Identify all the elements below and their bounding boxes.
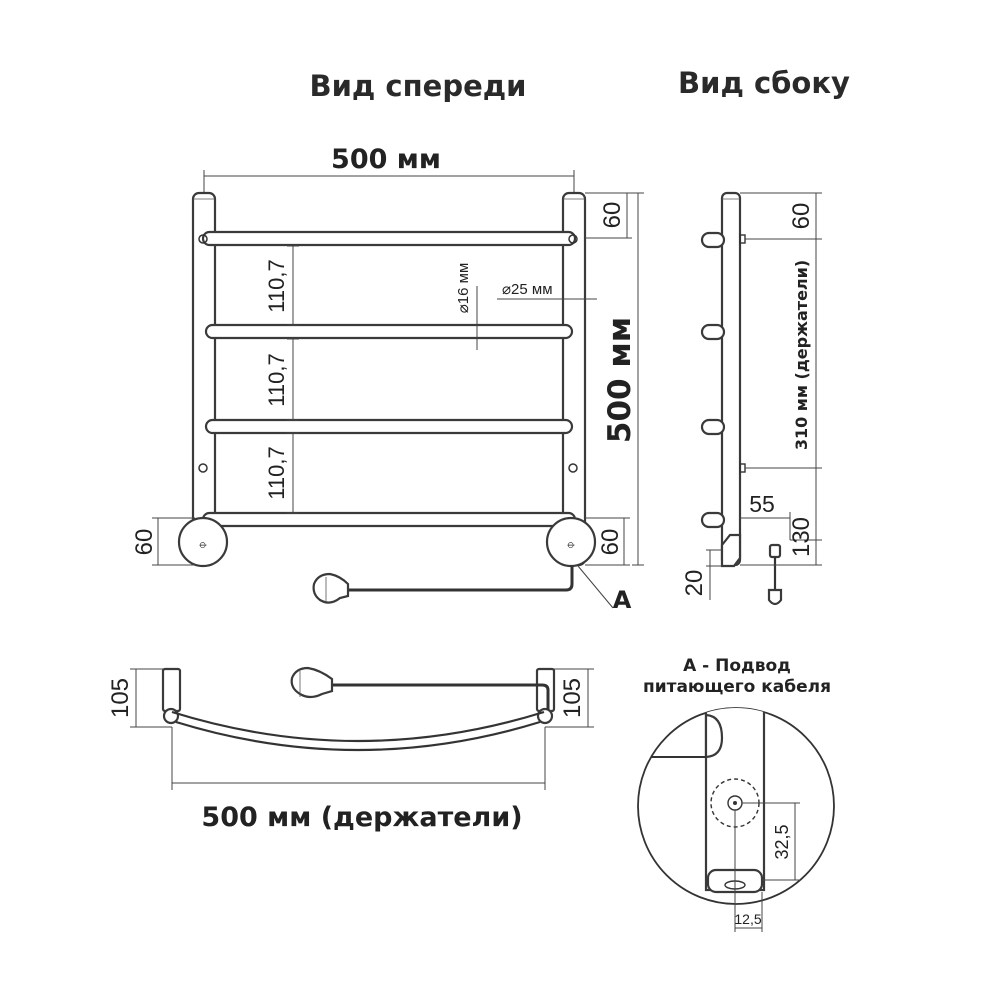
side-view-heading: Вид сбоку — [678, 66, 850, 100]
side-peg-1 — [700, 231, 726, 249]
detail-marker-a: А — [613, 586, 632, 614]
left-flange — [177, 516, 229, 568]
screw-bottom-right — [568, 463, 578, 473]
rung-2 — [204, 323, 574, 340]
left-post — [191, 191, 217, 567]
detail-vertical-offset-label: 32,5 — [772, 824, 792, 859]
side-post — [720, 191, 742, 567]
gap-1-label: 110,7 — [264, 259, 289, 312]
top-right-depth-label: 105 — [559, 678, 586, 718]
top-view: 105 105 500 мм (держатели) — [107, 666, 594, 833]
screw-top-right — [568, 234, 578, 244]
rung-4 — [201, 511, 577, 528]
side-depth-label: 55 — [749, 491, 775, 517]
top-right-joint — [536, 707, 554, 725]
front-view-heading: Вид спереди — [309, 69, 526, 103]
screw-top-left — [198, 234, 208, 244]
detail-caption-line2: питающего кабеля — [643, 677, 831, 697]
side-plug-icon — [767, 588, 783, 606]
top-left-depth-label: 105 — [107, 678, 134, 718]
side-view: 60 310 мм (держатели) 55 130 20 — [681, 191, 822, 606]
screw-bottom-left — [198, 463, 208, 473]
detail-a: А - Подвод питающего кабеля 32,5 12,5 — [637, 656, 835, 932]
side-top-offset-label: 60 — [788, 203, 815, 230]
gap-3-label: 110,7 — [264, 446, 289, 499]
side-bottom-height-label: 130 — [788, 517, 815, 557]
top-left-joint — [162, 707, 180, 725]
front-width-label: 500 мм — [331, 144, 441, 175]
front-bottom-right-label: 60 — [597, 529, 624, 556]
gap-2-label: 110,7 — [264, 353, 289, 406]
top-left-holder — [161, 667, 182, 713]
top-plug-icon — [290, 666, 334, 699]
side-cable-gland — [768, 543, 782, 559]
detail-caption-line1: А - Подвод — [683, 656, 791, 676]
rung-3 — [204, 418, 574, 435]
pipe-diameter-label: ⌀16 мм — [455, 263, 472, 314]
side-holders-span-label: 310 мм (держатели) — [792, 260, 811, 450]
top-cable — [332, 683, 550, 710]
top-right-holder — [535, 667, 556, 713]
plug-icon — [312, 572, 350, 604]
detail-horizontal-offset-label: 12,5 — [734, 911, 761, 927]
front-top-offset-label: 60 — [599, 202, 626, 229]
power-cable — [348, 566, 574, 592]
front-view: 500 мм ⦵ ⦵ 110,7 110,7 110,7 — [131, 144, 644, 614]
left-flange-symbol: ⦵ — [198, 536, 209, 551]
front-bottom-left-label: 60 — [131, 529, 158, 556]
rung-1 — [201, 230, 577, 247]
side-peg-3 — [700, 418, 726, 436]
side-peg-2 — [700, 323, 726, 341]
side-bottom-offset-label: 20 — [681, 570, 708, 597]
side-peg-4 — [700, 511, 726, 529]
right-flange-symbol: ⦵ — [566, 536, 577, 551]
right-post — [561, 191, 587, 567]
front-height-label: 500 мм — [602, 317, 638, 443]
top-width-label: 500 мм (держатели) — [201, 802, 522, 833]
rail-diameter-label: ⌀25 мм — [502, 281, 553, 298]
top-curved-rail — [171, 710, 545, 743]
